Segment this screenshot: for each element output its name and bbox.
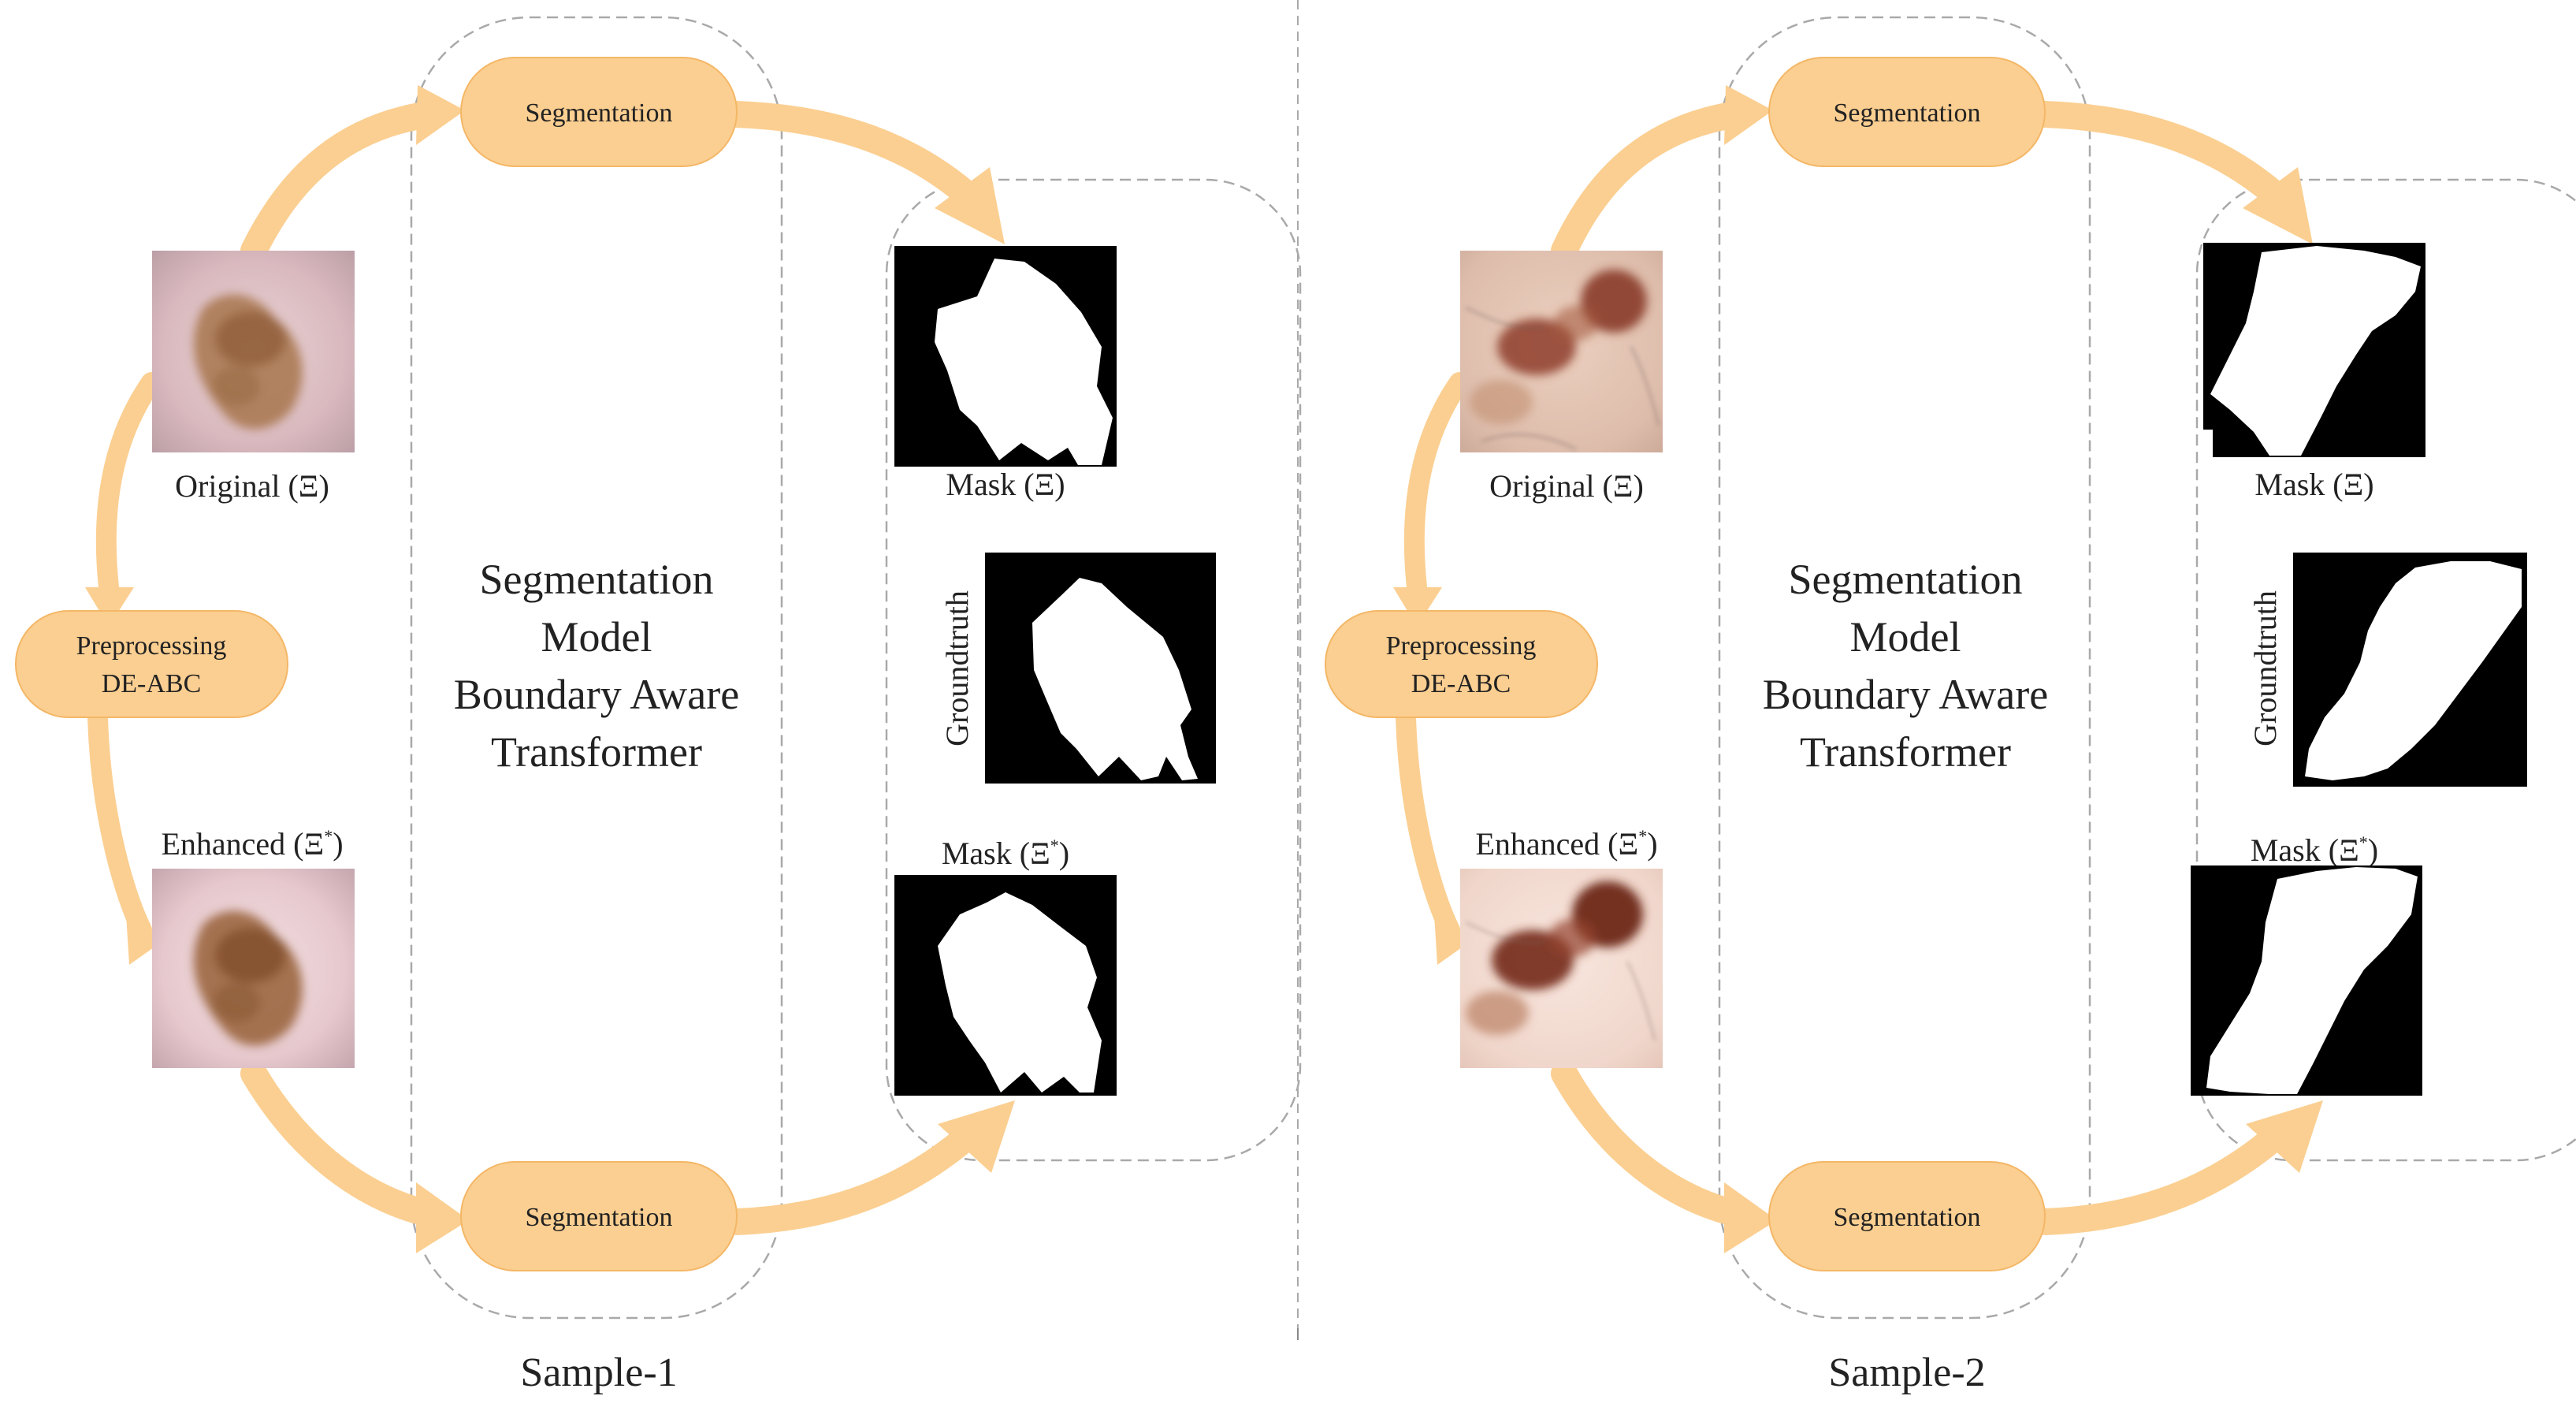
model-title-line2: Model bbox=[541, 613, 652, 661]
segmentation-bottom-label: Segmentation bbox=[526, 1203, 673, 1232]
groundtruth-label: Groundtruth bbox=[2247, 590, 2283, 746]
model-title-line3: Boundary Aware bbox=[1763, 671, 2048, 718]
mask-enhanced-label-text: Mask (Ξ bbox=[942, 836, 1050, 871]
original-image-label: Original (Ξ) bbox=[175, 468, 329, 504]
flow-arrows bbox=[85, 85, 1015, 1253]
mask-enhanced-label: Mask (Ξ*) bbox=[2251, 832, 2378, 868]
enhanced-label-text: Enhanced (Ξ bbox=[1475, 826, 1638, 862]
preprocessing-method-label: DE-ABC bbox=[1411, 669, 1511, 698]
sample-1: Segmentation Segmentation Preprocessing … bbox=[15, 16, 1302, 1395]
enhanced-label-text: Enhanced (Ξ bbox=[161, 826, 324, 862]
enhanced-image-label: Enhanced (Ξ*) bbox=[161, 826, 343, 862]
sample-caption: Sample-2 bbox=[1828, 1350, 1985, 1395]
segmentation-top-box bbox=[1768, 57, 2046, 167]
sample-2: Segmentation Segmentation Preprocessing … bbox=[1325, 16, 2576, 1395]
segmentation-top-box bbox=[460, 57, 738, 167]
mask-original-label: Mask (Ξ) bbox=[2254, 467, 2373, 502]
original-image-label: Original (Ξ) bbox=[1489, 468, 1644, 504]
enhanced-label-close: ) bbox=[1647, 826, 1657, 862]
model-title-line1: Segmentation bbox=[1789, 556, 2023, 603]
model-container bbox=[1718, 16, 2091, 1320]
preprocessing-label: Preprocessing bbox=[76, 631, 227, 661]
enhanced-label-superscript: * bbox=[1638, 826, 1647, 846]
model-container bbox=[410, 16, 783, 1320]
groundtruth-label: Groundtruth bbox=[939, 590, 975, 746]
sample-caption: Sample-1 bbox=[520, 1350, 677, 1395]
masks-container bbox=[2195, 178, 2576, 1162]
segmentation-bottom-box bbox=[1768, 1161, 2046, 1271]
mask-enhanced-label-close: ) bbox=[2368, 832, 2378, 868]
original-lesion-image bbox=[1460, 251, 1663, 452]
mask-enhanced-label-text: Mask (Ξ bbox=[2251, 832, 2359, 868]
preprocessing-method-label: DE-ABC bbox=[102, 669, 202, 698]
model-title-line1: Segmentation bbox=[480, 556, 714, 603]
mask-enhanced-label: Mask (Ξ*) bbox=[942, 836, 1069, 871]
mask-original-image bbox=[894, 246, 1117, 467]
groundtruth-image bbox=[2293, 553, 2527, 787]
flow-arrows bbox=[1393, 85, 2323, 1253]
segmentation-bottom-label: Segmentation bbox=[1834, 1203, 1981, 1232]
model-title-line2: Model bbox=[1850, 613, 1961, 661]
model-title-line4: Transformer bbox=[491, 728, 702, 776]
mask-enhanced-label-superscript: * bbox=[1050, 836, 1059, 855]
mask-enhanced-image bbox=[894, 875, 1117, 1096]
enhanced-lesion-image bbox=[1460, 869, 1663, 1068]
preprocessing-box bbox=[1325, 610, 1598, 718]
masks-container bbox=[885, 178, 1302, 1162]
enhanced-label-close: ) bbox=[333, 826, 343, 862]
segmentation-top-label: Segmentation bbox=[1834, 99, 1981, 128]
mask-original-label: Mask (Ξ) bbox=[946, 467, 1065, 502]
segmentation-bottom-box bbox=[460, 1161, 738, 1271]
model-title-line3: Boundary Aware bbox=[454, 671, 739, 718]
model-title-line4: Transformer bbox=[1800, 728, 2011, 776]
mask-enhanced-label-superscript: * bbox=[2359, 832, 2368, 852]
preprocessing-label: Preprocessing bbox=[1386, 631, 1537, 661]
mask-enhanced-label-close: ) bbox=[1059, 836, 1069, 871]
enhanced-image-label: Enhanced (Ξ*) bbox=[1475, 826, 1657, 862]
preprocessing-box bbox=[15, 610, 288, 718]
enhanced-lesion-image bbox=[152, 869, 355, 1068]
enhanced-label-superscript: * bbox=[324, 826, 333, 846]
mask-enhanced-image bbox=[2191, 865, 2422, 1096]
groundtruth-image bbox=[985, 553, 1216, 784]
segmentation-top-label: Segmentation bbox=[526, 99, 673, 128]
mask-original-image bbox=[2203, 243, 2425, 457]
original-lesion-image bbox=[152, 251, 355, 452]
